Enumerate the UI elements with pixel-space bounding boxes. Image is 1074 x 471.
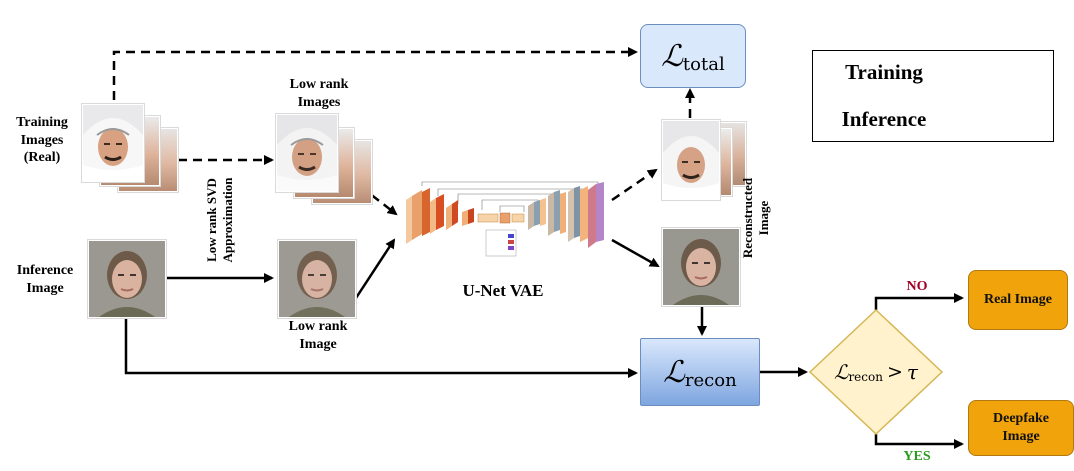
lowrank-images-line-1: Low rank [289,77,349,92]
svd-approximation-line-2: Approximation [219,177,235,263]
reconstructed-image-label: Reconstructed Image [740,163,780,273]
inference-to-recon-loss-arrow [124,316,638,378]
headdress-face-icon [277,115,337,191]
decision-diamond [808,308,944,436]
inference-image-label: Inference Image [2,262,88,297]
no-label: NO [906,279,928,294]
total-loss-symbol: ℒ [661,38,683,74]
lowrank-images-line-2: Images [297,94,341,110]
unet-vae-illustration [406,181,604,257]
total-loss-subscript: total [682,53,725,75]
training-to-total-loss-arrow [112,47,638,100]
real-image-label: Real Image [983,291,1053,307]
training-images-line-2: Images [20,132,64,148]
deepfake-image-box: Deepfake Image [968,400,1074,456]
reconstructed-image-line-1: Reconstructed [740,177,755,259]
legend-training-label: Training [845,60,923,84]
decision-loss-subscript: recon [848,370,883,384]
svd-approximation-label: Low rank SVD Approximation [204,160,244,280]
recon-loss-subscript: recon [684,369,737,391]
lowrank-face-image [276,114,338,192]
legend-inference-label: Inference [841,107,927,131]
lowrank-image-to-vae-arrow [354,238,396,299]
decision-loss-symbol: ℒ [834,360,849,384]
training-images-label: Training Images (Real) [2,114,82,167]
lowrank-image-label: Low rank Image [270,318,366,353]
decision-threshold: τ [906,360,918,384]
decision-operator: > [886,361,903,383]
unet-vae-label: U-Net VAE [462,281,544,300]
headdress-face-icon [663,121,719,199]
recon-loss-symbol: ℒ [663,354,685,390]
svd-approximation-line-1: Low rank SVD [204,178,219,262]
reconstructed-face-image [662,120,720,200]
lowrank-image-line-1: Low rank [288,319,348,334]
real-image-box: Real Image [968,270,1068,330]
lowrank-image-line-2: Image [299,336,337,352]
training-images-line-3: (Real) [23,150,61,165]
woman-face-icon [89,241,165,317]
lowrank-inference-face-image [278,240,356,318]
woman-face-icon [663,229,739,305]
training-images-line-1: Training [16,115,68,130]
yes-label: YES [903,449,931,464]
inference-image-line-2: Image [26,280,64,296]
reconstructed-image-line-2: Image [755,200,771,236]
vae-to-reconstructed-images-arrow [611,168,658,202]
vae-to-reconstructed-image-arrow [611,238,660,268]
reconstructed-inference-face-image [662,228,740,306]
decision-yes-arrow [874,434,964,449]
deepfake-image-label-line-2: Image [1002,429,1040,444]
headdress-face-icon [83,105,143,181]
decision-no-arrow [874,293,964,310]
lowrank-images-label: Low rank Images [270,76,368,111]
legend-box [812,50,1054,142]
inference-face-image [88,240,166,318]
deepfake-image-label-line-1: Deepfake [993,410,1049,426]
inference-image-line-1: Inference [16,263,74,278]
training-face-image [82,104,144,182]
woman-face-icon [279,241,355,317]
